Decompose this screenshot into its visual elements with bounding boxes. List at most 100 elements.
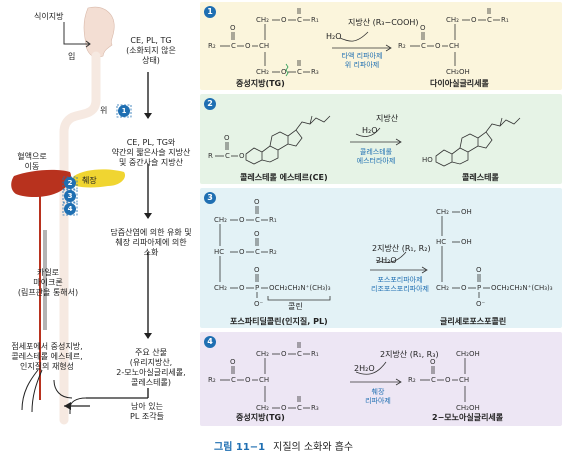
svg-text:OCH₂CH₂N⁺(CH₃)₃: OCH₂CH₂N⁺(CH₃)₃ [269,284,331,292]
svg-text:CH: CH [449,42,459,50]
svg-text:CH₂: CH₂ [436,208,449,216]
esophagus-icon [59,51,101,425]
svg-text:O: O [435,42,441,50]
svg-text:O⁻: O⁻ [254,300,264,308]
svg-text:O: O [471,16,477,24]
svg-text:CH₂: CH₂ [256,404,269,412]
svg-text:CH₂OH: CH₂OH [456,350,480,358]
svg-text:O: O [239,216,245,224]
svg-text:OCH₂CH₂N⁺(CH₃)₃: OCH₂CH₂N⁺(CH₃)₃ [491,284,553,292]
panel-4-number: 4 [204,336,216,348]
panel-3-fatty-acid: 2지방산 (R₁, R₂) [372,244,431,253]
panel-2-structures: R C O O HO [208,115,521,167]
svg-text:C: C [297,404,302,412]
svg-text:CH₂: CH₂ [214,284,227,292]
svg-text:C: C [421,42,426,50]
svg-text:R₂: R₂ [398,42,406,50]
svg-text:R₁: R₁ [311,16,319,24]
svg-text:P: P [477,284,481,292]
svg-text:O: O [476,266,482,274]
svg-text:R₂: R₂ [269,248,277,256]
svg-text:O: O [254,230,260,238]
svg-text:OH: OH [461,238,472,246]
panel-2-fatty-acid: 지방산 [376,114,399,123]
panel-2-number: 2 [204,98,216,110]
pancreas-icon [72,169,126,188]
panel-3-product-label: 글리세로포스포콜린 [440,317,507,326]
svg-text:C: C [297,16,302,24]
panel-2-reactant-label: 콜레스테롤 에스테르(CE) [240,173,328,182]
svg-text:O: O [239,152,245,160]
svg-text:CH₂: CH₂ [446,16,459,24]
svg-text:CH₂: CH₂ [256,68,269,76]
svg-text:R: R [208,152,213,160]
panel-1-product-label: 다이아실글리세롤 [430,79,489,88]
svg-text:O: O [281,350,287,358]
svg-text:O: O [430,358,436,366]
svg-text:C: C [255,248,260,256]
svg-text:R₃: R₃ [311,68,319,76]
svg-text:CH: CH [259,376,269,384]
figure-caption: 그림 11−1 지질의 소화와 흡수 [214,438,353,453]
panel-2-ce-digestion: 2 R C O O HO 지방산 H₂O 콜레스 [200,94,562,184]
svg-text:CH₂OH: CH₂OH [456,404,480,412]
svg-text:O: O [245,42,251,50]
svg-text:CH₂: CH₂ [214,216,227,224]
panel-3-choline: 콜린 [288,302,303,311]
svg-text:O: O [254,198,260,206]
svg-text:R₂: R₂ [208,42,216,50]
food-fat-label: 식이지방 [34,12,64,21]
svg-text:CH: CH [459,376,469,384]
svg-text:HC: HC [436,238,446,246]
svg-text:O: O [245,376,251,384]
svg-text:C: C [297,350,302,358]
svg-text:O: O [461,284,467,292]
panel-1-reactant-label: 중성지방(TG) [236,79,285,88]
panel-4-water: 2H₂O [354,364,375,373]
panel-1-water: H₂O [326,32,342,41]
svg-text:O: O [230,24,236,32]
svg-text:O: O [281,16,287,24]
svg-text:CH₂: CH₂ [256,16,269,24]
panel-4-product-label: 2−모노아실글리세롤 [432,413,504,422]
svg-text:HO: HO [422,156,433,164]
badge-4: 4 [64,203,76,215]
svg-text:C: C [431,376,436,384]
figure-number: 그림 11−1 [214,442,266,453]
svg-text:R₂: R₂ [208,376,216,384]
svg-text:R₁: R₁ [501,16,509,24]
svg-text:C: C [255,216,260,224]
panel-3-water: 2H₂O [376,256,397,265]
panel-2-product-label: 콜레스테롤 [462,173,499,182]
svg-text:O: O [239,284,245,292]
resynthesis-label: 점세포에서 중성지방,콜레스테롤 에스테르,인지질의 재형성 [11,342,83,371]
svg-text:R₁: R₁ [311,350,319,358]
mouth-label: 입 [68,52,76,61]
badge-3: 3 [64,190,76,202]
svg-text:C: C [231,42,236,50]
main-products: 주요 산물(유리지방산,2-모노아실글리세롤,콜레스테롤) [116,348,186,387]
svg-text:HC: HC [214,248,224,256]
panel-3-number: 3 [204,192,216,204]
svg-text:CH₂OH: CH₂OH [446,68,470,76]
badge-1: 1 [118,105,130,117]
panel-4-reactant-label: 중성지방(TG) [236,413,285,422]
svg-text:C: C [231,376,236,384]
pancreas-label: 췌장 [82,176,97,185]
badge-2: 2 [64,177,76,189]
liver-icon [11,169,72,197]
figure-title: 지질의 소화와 흡수 [273,442,354,453]
panel-3-reactant-label: 포스파티딜콜린(인지질, PL) [230,317,328,326]
